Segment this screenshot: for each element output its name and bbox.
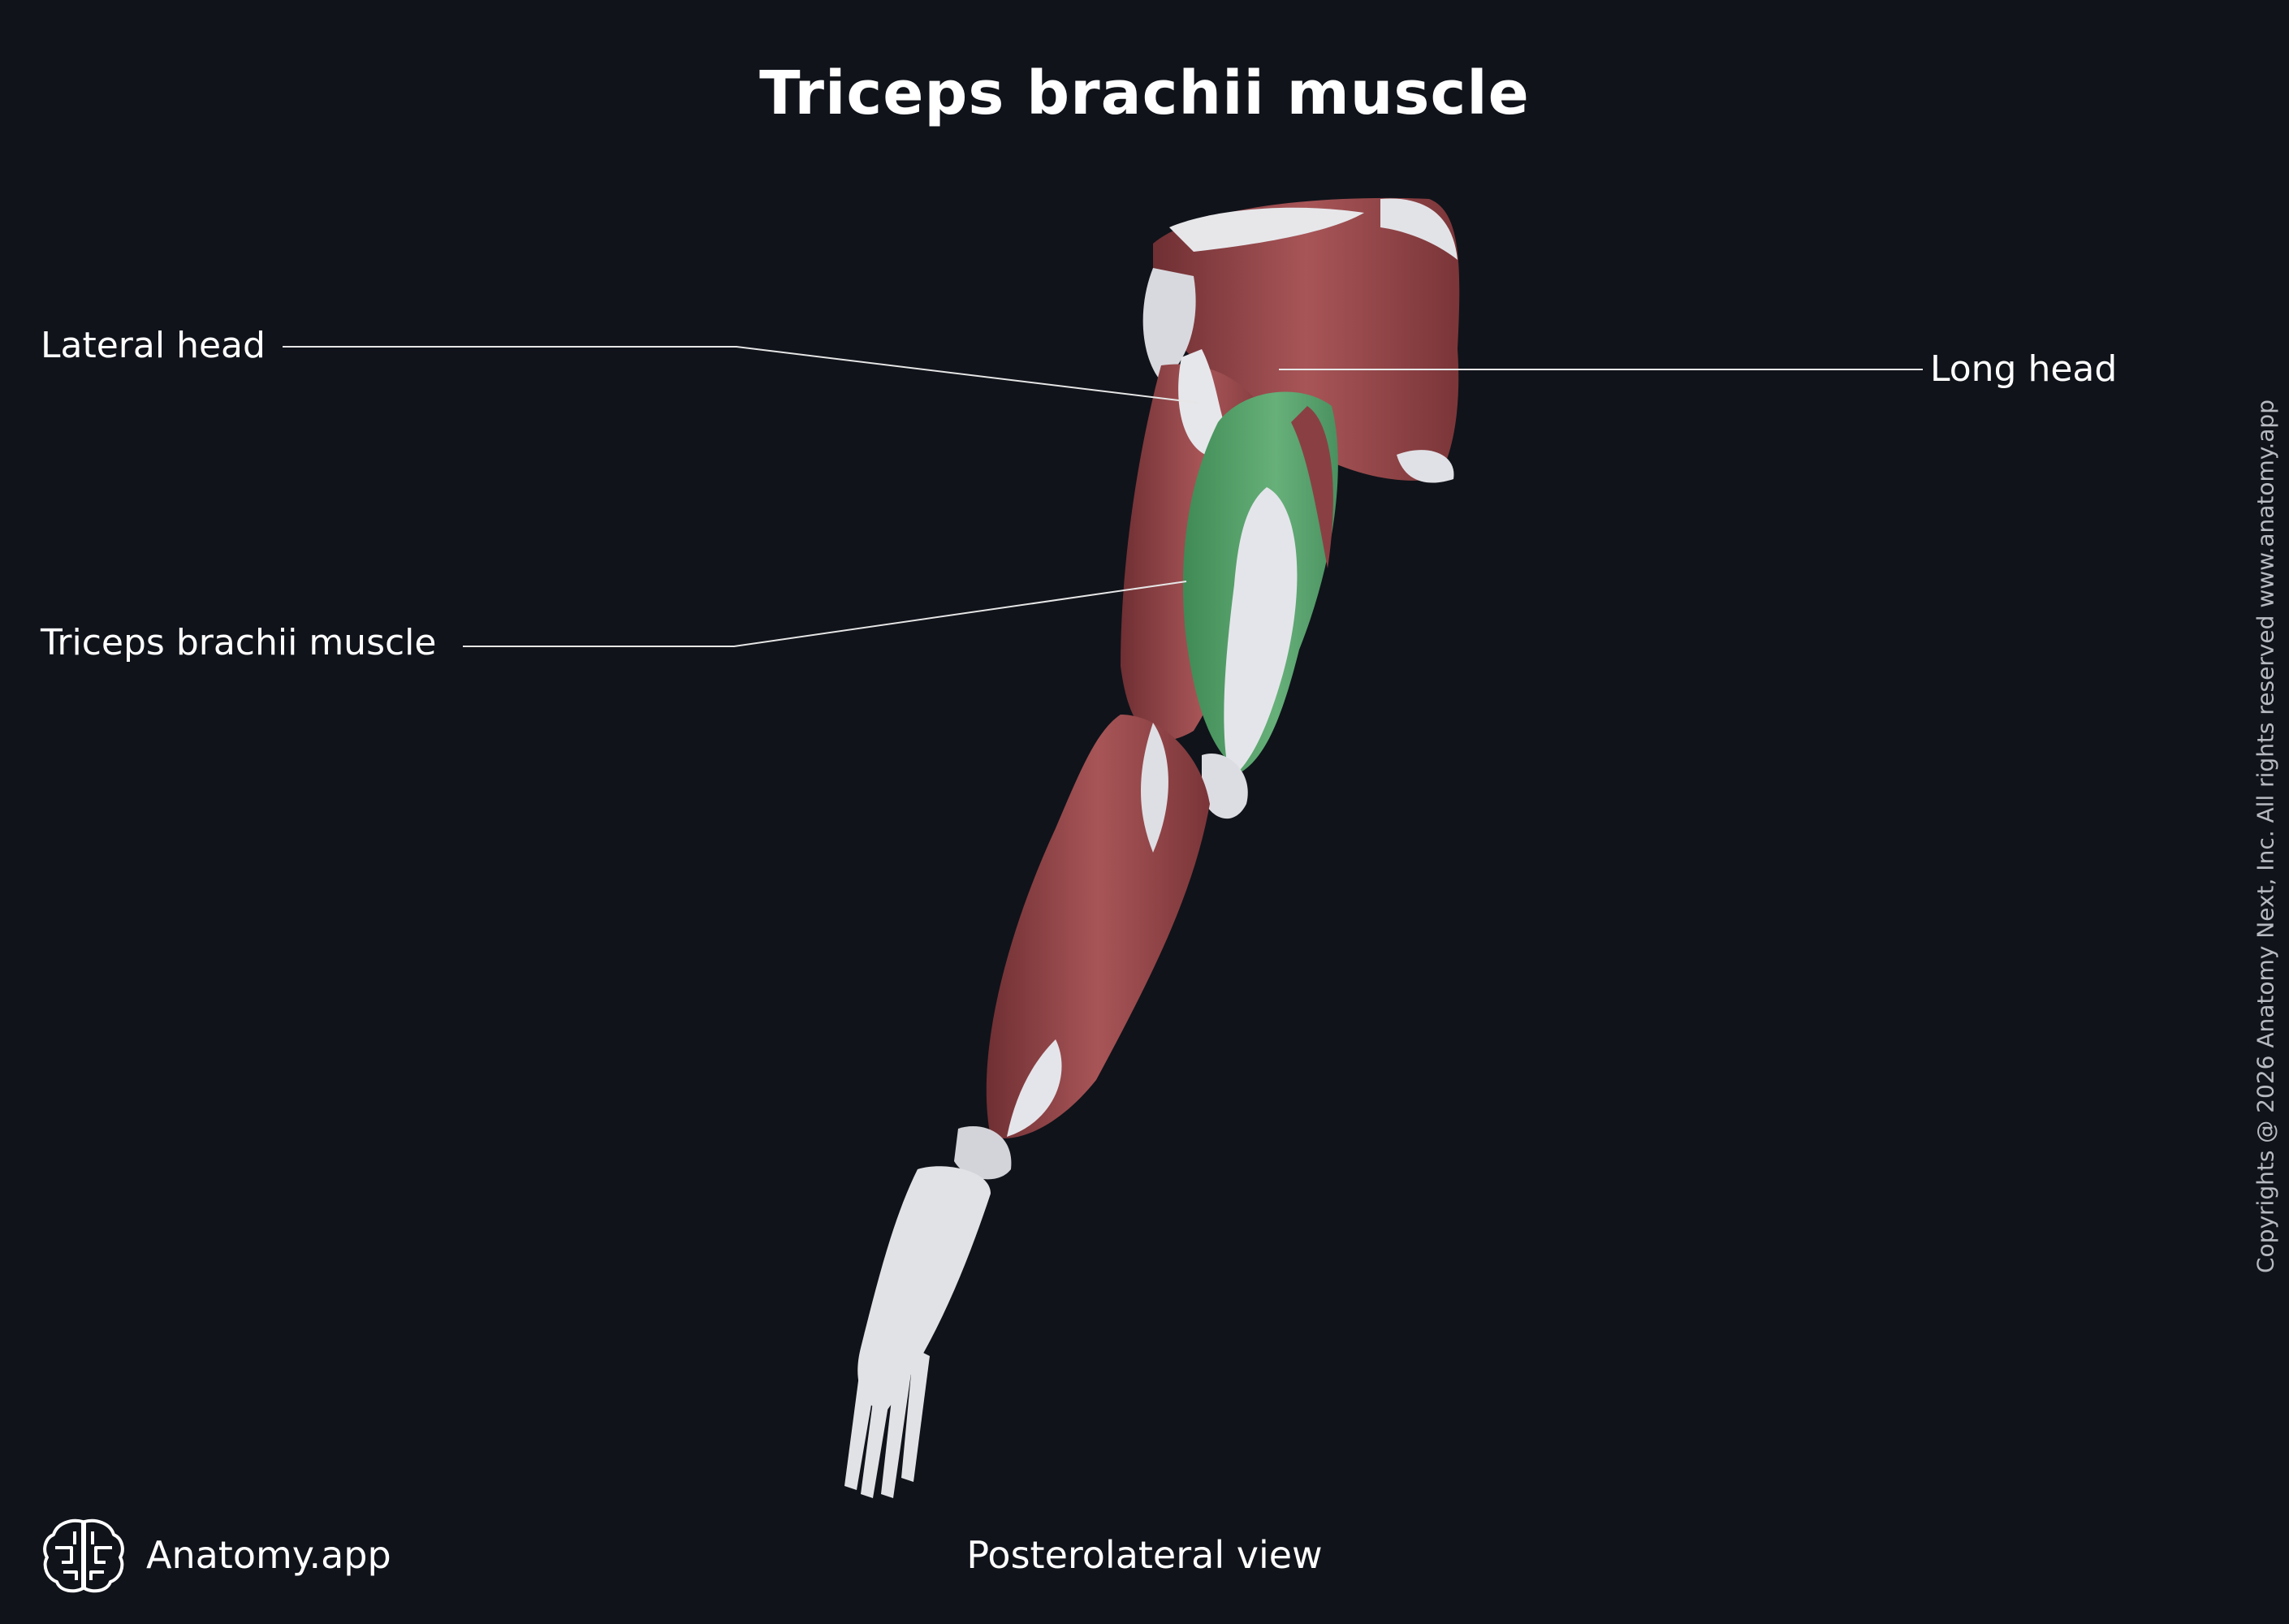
label-long-head: Long head	[1930, 348, 2118, 390]
label-lateral-head: Lateral head	[41, 325, 266, 366]
hand	[844, 1166, 991, 1498]
shoulder-muscles	[1142, 197, 1460, 483]
elbow	[1202, 754, 1248, 819]
forearm	[986, 715, 1210, 1138]
copyright-notice: Copyrights @ 2026 Anatomy Next, Inc. All…	[2252, 400, 2279, 1273]
diagram-title: Triceps brachii muscle	[759, 58, 1530, 128]
wrist	[954, 1126, 1012, 1180]
leader-line-triceps	[463, 581, 1187, 647]
label-triceps-brachii: Triceps brachii muscle	[41, 622, 437, 663]
view-caption: Posterolateral view	[966, 1533, 1323, 1577]
leader-lines	[283, 346, 1923, 647]
triceps-brachii-muscle	[1182, 391, 1338, 780]
brand-name: Anatomy.app	[146, 1533, 391, 1577]
leader-line-lateral-head	[283, 346, 1199, 404]
brain-logo-icon	[43, 1518, 124, 1593]
